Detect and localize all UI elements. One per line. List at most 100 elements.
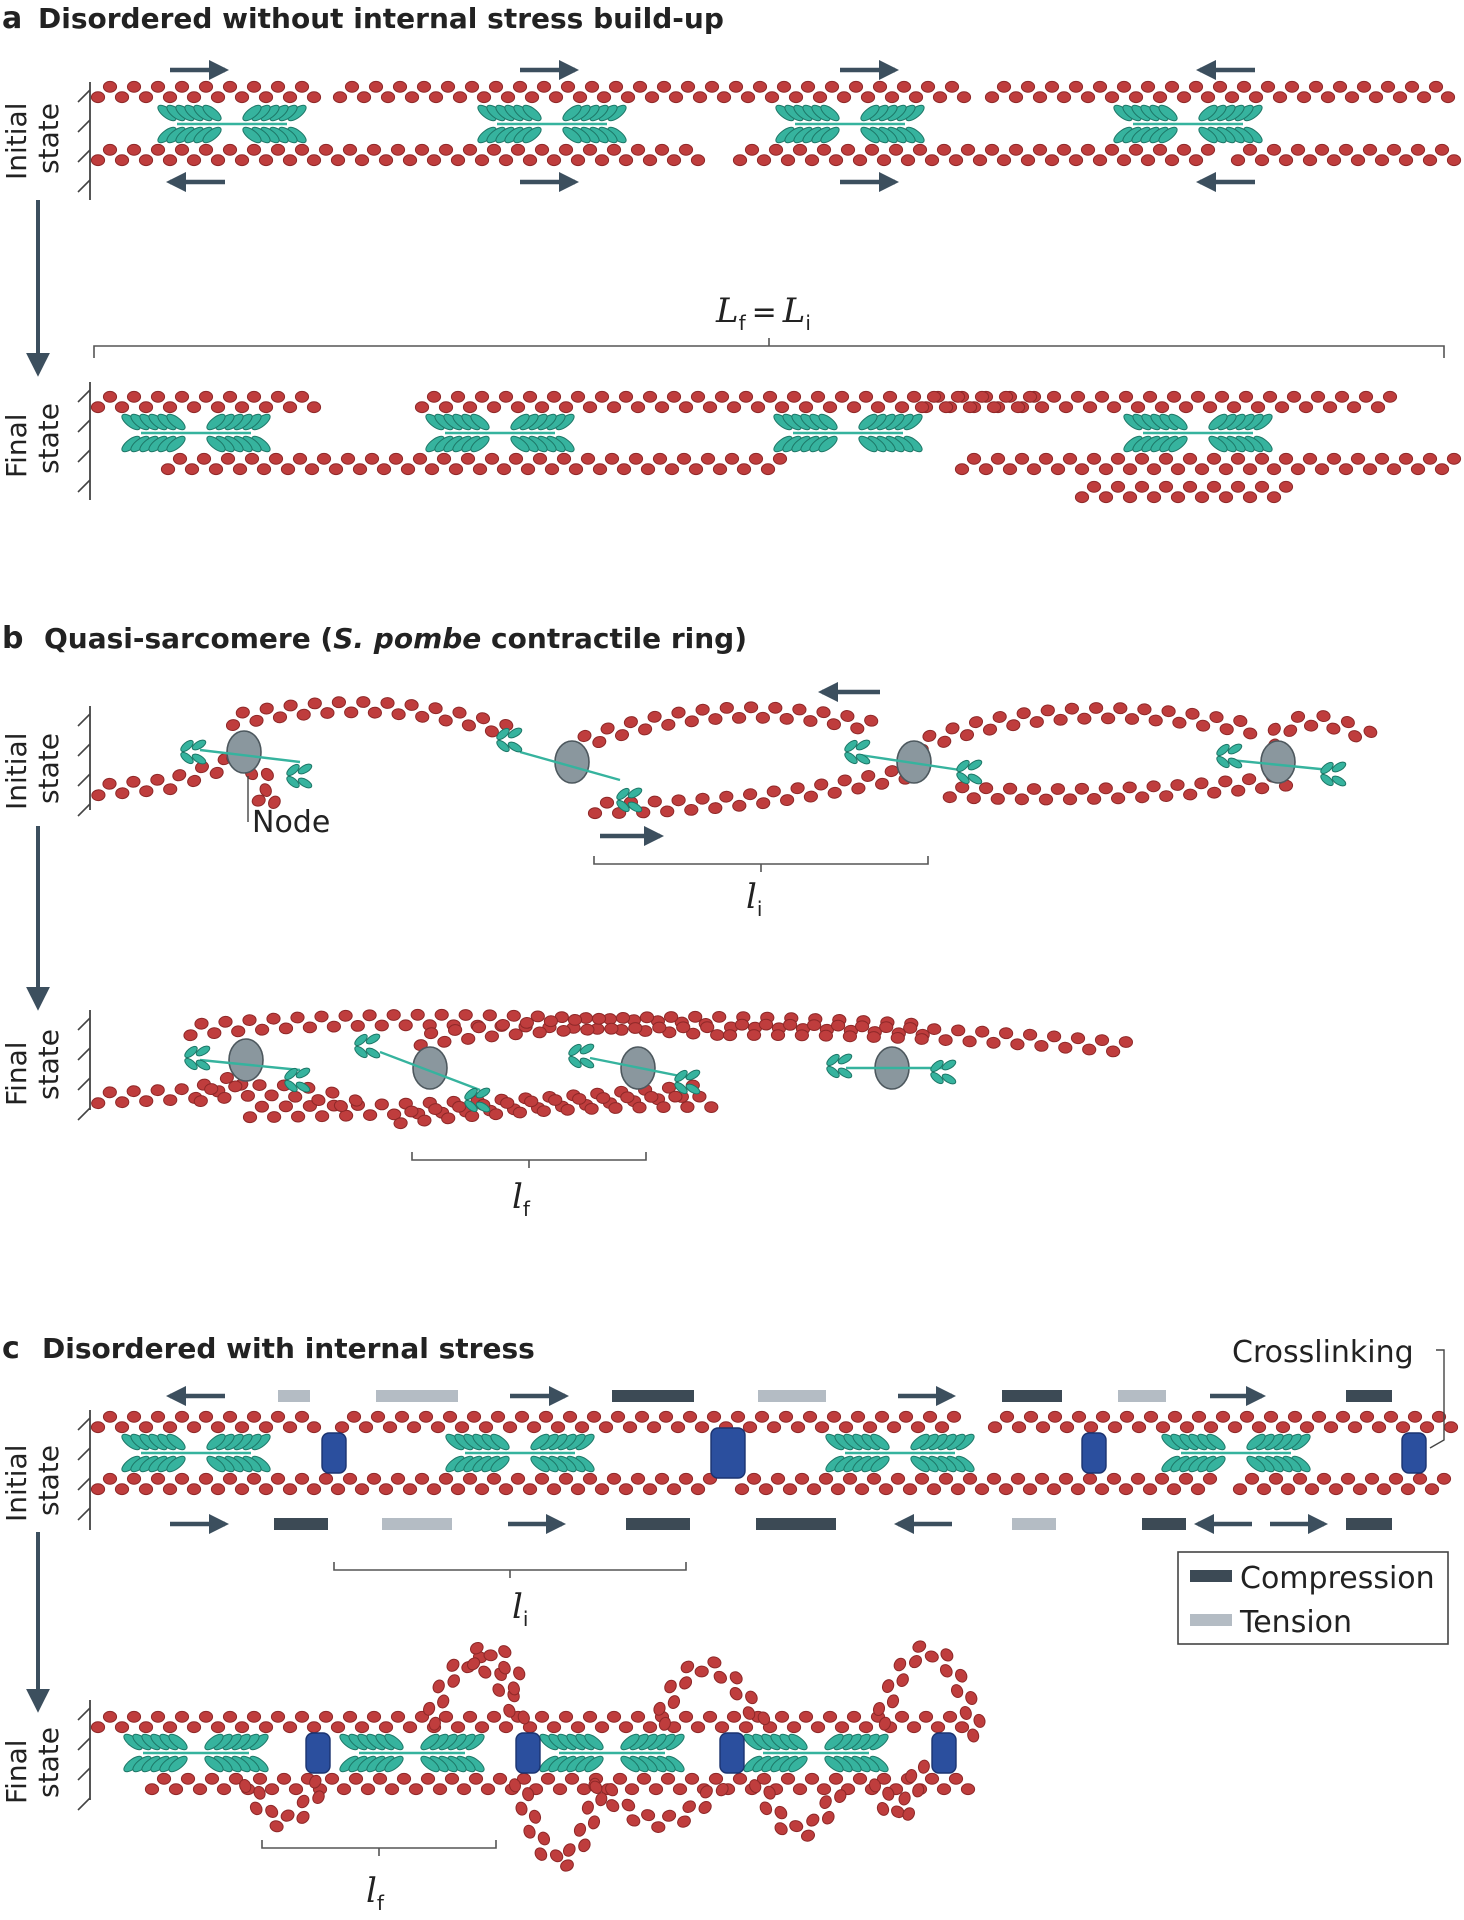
panel-b-final-myo-3a (568, 1043, 595, 1069)
panel-b-final-wall (77, 1010, 91, 1121)
panel-c-li-label: li (512, 1587, 528, 1631)
panel-a-top-actin-1 (90, 80, 322, 104)
panel-c-final-wall (77, 1700, 91, 1811)
panel-a-final-label-1: Final (0, 413, 33, 478)
panel-c-myosin-2 (445, 1433, 595, 1473)
myosin-tail (1229, 758, 1331, 772)
panel-a-final-myosin-3 (773, 413, 923, 453)
panel-a-initial-wall (77, 82, 91, 200)
panel-b-final-myo-4b (930, 1059, 957, 1085)
panel-c-top-tension-4 (1118, 1390, 1166, 1402)
panel-b-myo-2a (496, 727, 523, 753)
panel-b-myo-2b (616, 787, 643, 813)
panel-b-actin-1 (91, 753, 232, 802)
panel-b-myo-4b (1320, 761, 1347, 787)
panel-b-final-label-1: Final (0, 1041, 33, 1106)
panel-b-li-label: li (746, 877, 762, 921)
myosin-tail (519, 750, 621, 782)
panel-c-final-label-1: Final (0, 1739, 33, 1804)
panel-b-final-label-2: state (32, 1029, 65, 1100)
panel-b-myo-1a (180, 739, 207, 765)
panel-b-actin-2 (225, 696, 514, 738)
panel-c-bottom-compression-2 (626, 1518, 690, 1530)
panel-c-top-tension-3 (758, 1390, 826, 1402)
panel-c-bottom-tension-2 (1012, 1518, 1056, 1530)
legend-tension-label: Tension (1239, 1605, 1352, 1640)
panel-b-node-4 (1260, 740, 1296, 784)
panel-a-final-myosin-1 (121, 413, 271, 453)
panel-b-actin-7 (942, 770, 1294, 806)
panel-c-myosin-1 (121, 1433, 271, 1473)
panel-c-final-crosslinker-1 (305, 1732, 331, 1774)
panel-a-myosin-3 (775, 104, 925, 144)
panel-c-bottom-compression-1 (274, 1518, 328, 1530)
panel-a-myosin-1 (157, 104, 307, 144)
panel-b-myo-3a (844, 739, 871, 765)
panel-c-final-loop-1 (423, 1651, 530, 1731)
crosslinking-label: Crosslinking (1232, 1335, 1414, 1370)
panel-c-top-tension-1 (278, 1390, 310, 1402)
panel-a-letter: a (2, 1, 22, 36)
panel-c-final-bottom-actin (144, 1772, 976, 1796)
legend-tension-swatch (1190, 1614, 1232, 1626)
panel-a-initial-label-1: Initial (0, 103, 33, 180)
panel-c-final-myosin-2 (339, 1733, 485, 1773)
panel-c-bottom-actin-2 (734, 1472, 1218, 1496)
panel-c-final-label-2: state (32, 1727, 65, 1798)
panel-c-lf-bracket (261, 1840, 497, 1856)
panel-c-final-crosslinker-2 (515, 1732, 541, 1774)
panel-c-initial-label-2: state (32, 1445, 65, 1516)
panel-c-final-loop-3 (872, 1640, 986, 1743)
panel-c-li-bracket (333, 1562, 687, 1578)
panel-b-final-actin-4 (722, 1018, 1133, 1058)
panel-b-letter: b (2, 621, 23, 656)
myosin-tail (199, 748, 301, 764)
panel-c-myosin-3 (825, 1433, 975, 1473)
panel-b-final-node-1 (228, 1038, 264, 1082)
panel-c-final-loop-2 (653, 1656, 771, 1731)
panel-c-final-wave-5 (869, 1759, 930, 1821)
panel-c-top-actin-2 (334, 1410, 962, 1434)
panel-b-final-myo-4a (826, 1053, 853, 1079)
panel-b-final-myo-1a (184, 1045, 211, 1071)
panel-a-title: Disordered without internal stress build… (38, 2, 724, 35)
panel-b-final-node-2 (412, 1046, 448, 1090)
panel-b-node-1 (226, 730, 262, 774)
panel-c-myosin-4 (1161, 1433, 1311, 1473)
panel-c-crosslinker-3 (1081, 1432, 1107, 1474)
panel-a-final-myosin-4 (1123, 413, 1273, 453)
panel-c-final-wave-4 (749, 1779, 847, 1842)
panel-c-crosslinker-2 (710, 1427, 746, 1479)
panel-b-initial-label-2: state (32, 733, 65, 804)
panel-c-crosslinker-1 (321, 1432, 347, 1474)
crosslinking-pointer (1429, 1349, 1445, 1449)
panel-b-lf-bracket (411, 1152, 647, 1168)
panel-a-final-top-actin-1 (90, 390, 322, 414)
panel-b-final-actin-7 (193, 1079, 363, 1113)
panel-c-final-myosin-3 (539, 1733, 685, 1773)
panel-b-final-myo-1b (284, 1067, 311, 1093)
panel-a-final-wall (77, 382, 91, 500)
panel-a-top-actin-2 (332, 80, 972, 104)
panel-b-final-actin-6 (393, 1090, 719, 1130)
panel-a-bottom-actin-1 (90, 143, 706, 167)
panel-a-top-actin-3 (984, 80, 1456, 104)
panel-c-bottom-compression-4 (1142, 1518, 1186, 1530)
panel-b-actin-4 (569, 701, 879, 756)
panel-c-final-myosin-1 (123, 1733, 269, 1773)
panel-c-final-wave-3 (589, 1780, 729, 1834)
panel-c-bottom-compression-5 (1346, 1518, 1392, 1530)
legend-compression-label: Compression (1240, 1561, 1435, 1596)
panel-b-myo-3b (956, 759, 983, 785)
panel-c-bottom-actin-3 (1232, 1472, 1452, 1496)
panel-c-top-compression-2 (1002, 1390, 1062, 1402)
panel-b-initial-wall (77, 706, 91, 817)
panel-a-initial-label-2: state (32, 103, 65, 174)
panel-c-initial-label-1: Initial (0, 1445, 33, 1522)
myosin-tail (199, 1058, 301, 1072)
panel-b-final-myo-3b (674, 1069, 701, 1095)
panel-c-top-tension-2 (376, 1390, 458, 1402)
diagram-artwork (26, 59, 1462, 1872)
